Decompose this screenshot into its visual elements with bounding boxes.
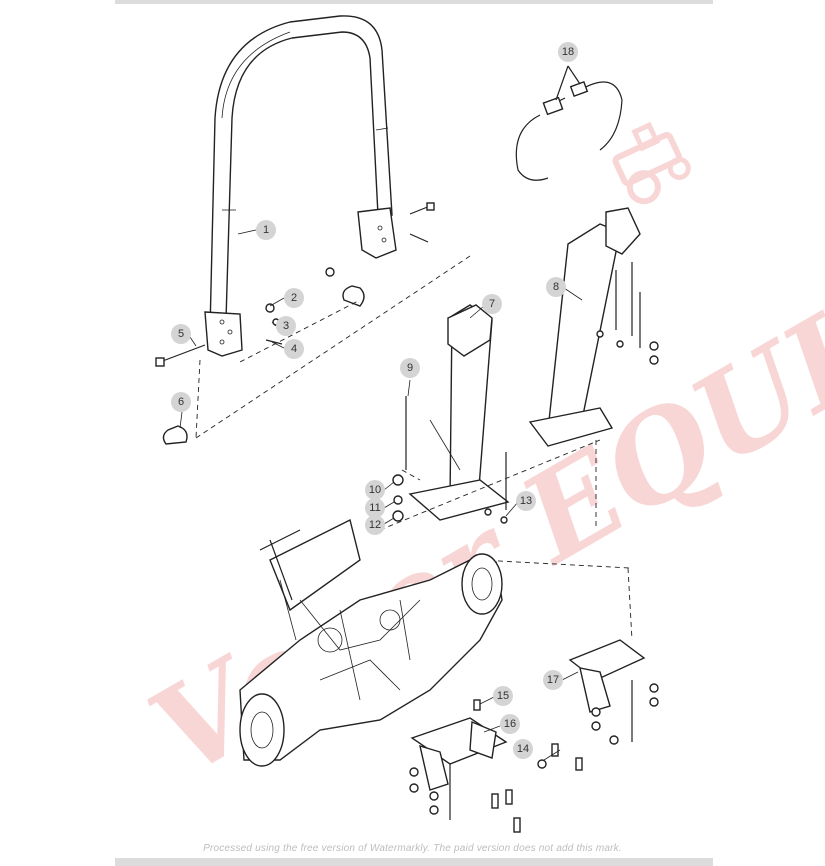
callout-leaders: [179, 229, 583, 761]
watermark-footer-notice: Processed using the free version of Wate…: [203, 843, 622, 854]
svg-text:16: 16: [504, 718, 516, 730]
callout-10: 10: [365, 480, 385, 500]
right-mount-tower: [528, 207, 641, 447]
nuts-and-washers: [392, 330, 659, 524]
svg-text:12: 12: [369, 519, 381, 531]
callout-6: 6: [171, 392, 191, 412]
callout-4: 4: [284, 339, 304, 359]
svg-text:4: 4: [291, 343, 297, 355]
svg-text:1: 1: [263, 224, 269, 236]
callout-14: 14: [513, 739, 533, 759]
callout-3: 3: [276, 316, 296, 336]
callout-9: 9: [400, 358, 420, 378]
svg-text:9: 9: [407, 362, 413, 374]
callout-5: 5: [171, 324, 191, 344]
callout-11: 11: [365, 498, 385, 518]
tractor-logo-icon: [612, 121, 691, 205]
svg-text:17: 17: [547, 674, 559, 686]
callout-13: 13: [516, 491, 536, 511]
callout-16: 16: [500, 714, 520, 734]
roll-bar-hardware: [155, 202, 471, 445]
svg-text:3: 3: [283, 320, 289, 332]
long-bolts: [379, 262, 641, 820]
wire-harness: [515, 65, 623, 181]
bottom-frame-bar: [115, 858, 713, 866]
left-mount-tower: [408, 304, 510, 521]
callout-17: 17: [543, 670, 563, 690]
svg-text:15: 15: [497, 690, 509, 702]
top-frame-bar: [115, 0, 713, 4]
svg-text:11: 11: [369, 502, 380, 514]
callout-12: 12: [365, 515, 385, 535]
roll-bar-frame: [204, 15, 397, 357]
svg-text:5: 5: [178, 328, 184, 340]
callout-7: 7: [482, 294, 502, 314]
callout-15: 15: [493, 686, 513, 706]
callout-1: 1: [256, 220, 276, 240]
svg-text:14: 14: [517, 743, 529, 755]
lower-bolts: [409, 683, 659, 833]
callout-2: 2: [284, 288, 304, 308]
lower-brackets: [410, 639, 646, 791]
callout-8: 8: [546, 277, 566, 297]
svg-text:7: 7: [489, 298, 495, 310]
svg-text:10: 10: [369, 484, 381, 496]
svg-text:6: 6: [178, 396, 184, 408]
svg-text:2: 2: [291, 292, 297, 304]
svg-text:18: 18: [562, 46, 574, 58]
svg-text:8: 8: [553, 281, 559, 293]
transmission-housing: [239, 518, 503, 767]
svg-text:13: 13: [520, 495, 532, 507]
callout-18: 18: [558, 42, 578, 62]
